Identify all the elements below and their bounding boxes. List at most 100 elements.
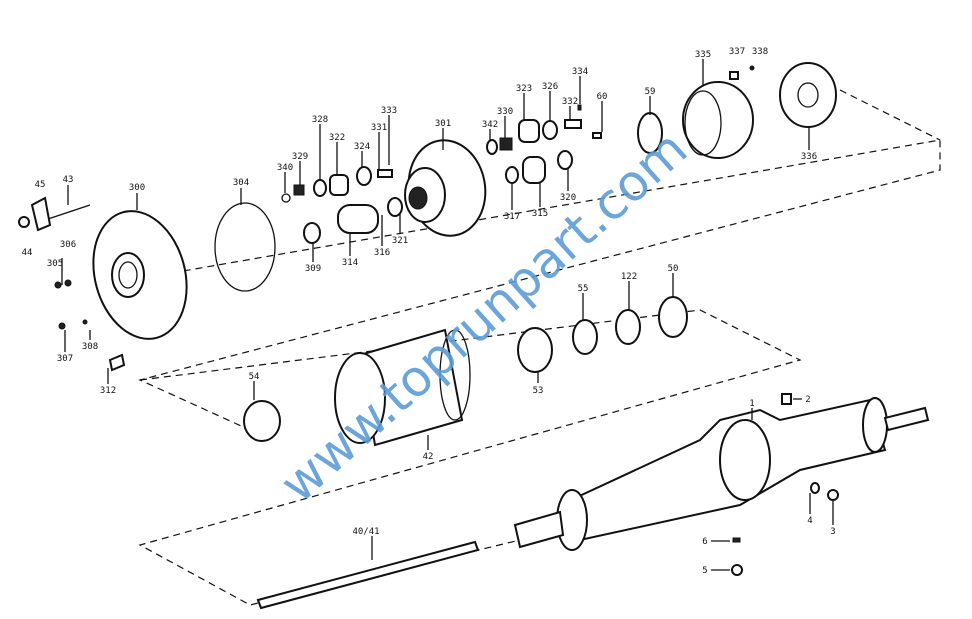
o-ring-304 — [214, 202, 276, 292]
label-326: 326 — [542, 82, 558, 92]
housing-tube-42 — [334, 328, 471, 447]
washer-328 — [313, 179, 327, 197]
axle-shaft-40-41 — [256, 540, 480, 610]
bearing-53 — [517, 327, 553, 373]
part-labels: 45 43 44 300 306 305 307 308 312 304 340… — [22, 47, 836, 576]
gear-322 — [329, 174, 349, 196]
label-54: 54 — [249, 372, 260, 382]
label-6: 6 — [702, 537, 707, 547]
label-324: 324 — [354, 142, 370, 152]
label-321: 321 — [392, 236, 408, 246]
cap-337 — [729, 71, 739, 80]
label-316: 316 — [374, 248, 390, 258]
ring-317 — [505, 166, 519, 184]
washer-326 — [542, 120, 558, 140]
leader-lines — [61, 59, 834, 571]
pin-334 — [577, 104, 582, 111]
seal-55 — [572, 319, 598, 355]
label-59: 59 — [645, 87, 656, 97]
label-45: 45 — [35, 180, 46, 190]
label-53: 53 — [533, 386, 544, 396]
label-301: 301 — [435, 119, 451, 129]
label-42: 42 — [423, 452, 434, 462]
label-328: 328 — [312, 115, 328, 125]
seal-50 — [658, 296, 688, 338]
label-1: 1 — [749, 399, 754, 409]
label-342: 342 — [482, 120, 498, 130]
label-60: 60 — [597, 92, 608, 102]
label-329: 329 — [292, 152, 308, 162]
pin-331 — [377, 169, 393, 178]
nut-44 — [18, 216, 30, 228]
washer-4 — [810, 482, 820, 494]
bracket-45 — [30, 196, 52, 232]
bolt-43 — [44, 204, 91, 221]
label-323: 323 — [516, 84, 532, 94]
washer-342 — [486, 139, 498, 155]
washer-6 — [732, 537, 741, 543]
label-331: 331 — [371, 123, 387, 133]
hub-336 — [779, 62, 837, 128]
breather-2 — [781, 393, 792, 405]
sun-gear-315 — [522, 156, 546, 184]
washer-324 — [356, 166, 372, 186]
label-40-41: 40/41 — [352, 527, 379, 537]
label-50: 50 — [668, 264, 679, 274]
plug-3 — [827, 489, 839, 501]
label-308: 308 — [82, 342, 98, 352]
label-122: 122 — [621, 272, 637, 282]
label-315: 315 — [532, 209, 548, 219]
label-55: 55 — [578, 284, 589, 294]
plug-305 — [54, 281, 62, 289]
label-333: 333 — [381, 106, 397, 116]
axle-housing-1 — [513, 397, 930, 551]
ring-gear-335 — [682, 81, 754, 159]
label-312: 312 — [100, 386, 116, 396]
label-334: 334 — [572, 67, 588, 77]
label-2: 2 — [805, 395, 810, 405]
plug-5 — [731, 564, 743, 576]
label-43: 43 — [63, 175, 74, 185]
label-5: 5 — [702, 566, 707, 576]
circlip-122 — [615, 309, 641, 345]
label-44: 44 — [22, 248, 33, 258]
pin-308 — [82, 319, 88, 325]
planet-carrier-301 — [404, 139, 487, 237]
label-300: 300 — [129, 183, 145, 193]
washer-309 — [303, 222, 321, 244]
label-335: 335 — [695, 50, 711, 60]
label-317: 317 — [504, 212, 520, 222]
label-304: 304 — [233, 178, 249, 188]
shaft-314 — [337, 204, 379, 234]
needle-329 — [293, 184, 305, 196]
label-309: 309 — [305, 264, 321, 274]
label-332: 332 — [562, 97, 578, 107]
label-337: 337 — [729, 47, 745, 57]
label-330: 330 — [497, 107, 513, 117]
screw-60 — [592, 132, 602, 139]
label-307: 307 — [57, 354, 73, 364]
ball-338 — [749, 65, 755, 71]
pin-332 — [564, 119, 582, 129]
label-314: 314 — [342, 258, 358, 268]
ring-321 — [387, 197, 403, 217]
label-305: 305 — [47, 259, 63, 269]
label-4: 4 — [807, 516, 812, 526]
label-340: 340 — [277, 163, 293, 173]
planetary-housing-300 — [92, 210, 188, 340]
bearing-54 — [243, 400, 281, 442]
ring-320 — [557, 150, 573, 170]
washer-306 — [64, 279, 72, 287]
label-336: 336 — [801, 152, 817, 162]
gear-323 — [518, 119, 540, 143]
needle-330 — [499, 137, 513, 151]
assembly-axes — [138, 89, 941, 606]
label-306: 306 — [60, 240, 76, 250]
label-322: 322 — [329, 133, 345, 143]
label-320: 320 — [560, 193, 576, 203]
ring-340 — [281, 193, 291, 203]
bolt-312 — [108, 353, 126, 372]
label-3: 3 — [830, 527, 835, 537]
